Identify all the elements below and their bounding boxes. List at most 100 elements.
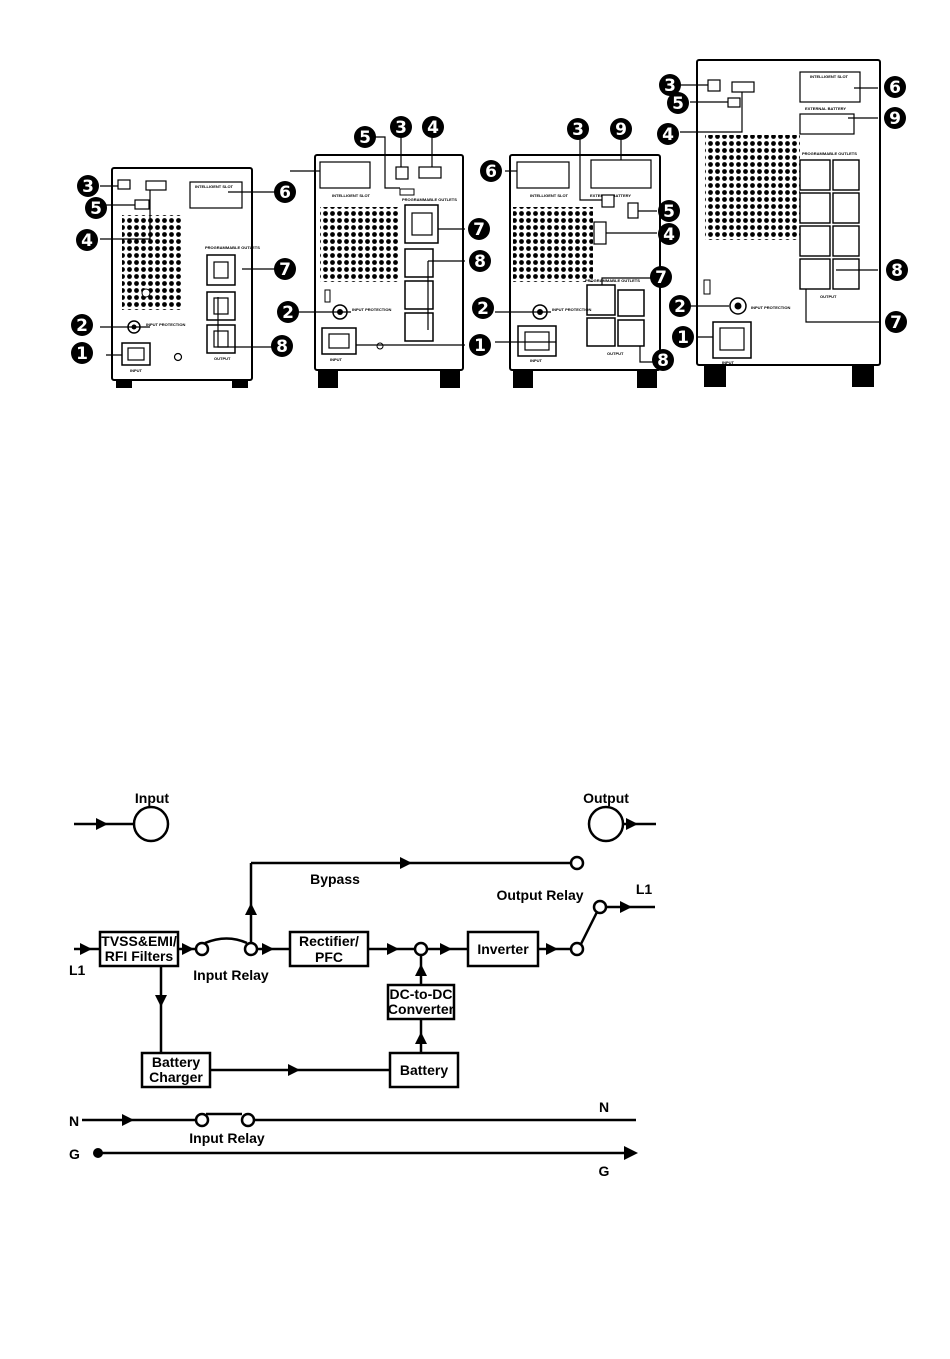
- legend-input: Input: [74, 790, 170, 843]
- svg-text:3: 3: [572, 120, 584, 140]
- callout-9: 9: [884, 107, 906, 129]
- l1-input-label: L1: [69, 962, 86, 978]
- svg-text:1: 1: [474, 336, 486, 356]
- legend-output: Output: [583, 790, 656, 843]
- input-protection-label: INPUT PROTECTION: [552, 307, 591, 312]
- rs232-port: [593, 221, 607, 245]
- svg-text:3: 3: [82, 177, 94, 197]
- epo-port: [627, 202, 639, 219]
- callout-4: 4: [422, 116, 444, 138]
- input-protection-label: INPUT PROTECTION: [352, 307, 391, 312]
- svg-text:9: 9: [615, 120, 627, 140]
- svg-text:6: 6: [889, 78, 901, 98]
- programmable-label: PROGRAMMABLE OUTLETS: [402, 197, 457, 202]
- ext-battery-label: EXTERNAL BATTERY: [805, 106, 846, 111]
- outlet: [586, 284, 616, 316]
- svg-text:4: 4: [663, 225, 675, 245]
- outlet: [404, 312, 434, 342]
- svg-text:5: 5: [90, 199, 102, 219]
- charger-label-line1: Battery: [152, 1054, 200, 1070]
- vent-grille: [320, 207, 398, 282]
- ups-unit-2: INTELLIGENT SLOT PROGRAMMABLE OUTLETS IN…: [290, 136, 465, 388]
- svg-text:5: 5: [672, 94, 684, 114]
- outlet: [617, 319, 645, 347]
- intelligent-slot: [799, 71, 861, 103]
- callout-5: 5: [658, 200, 680, 222]
- legend-input-label: Input: [135, 790, 170, 806]
- callout-5: 5: [667, 92, 689, 114]
- input-relay-l1: [194, 937, 259, 957]
- programmable-label: PROGRAMMABLE OUTLETS: [802, 151, 857, 156]
- callout-markers: 3 5 4 6 7 2 1 8 5 3 4 6 7 8 2 1 3 9 5 4 …: [71, 74, 908, 371]
- callout-5: 5: [354, 126, 376, 148]
- svg-text:3: 3: [664, 76, 676, 96]
- callout-2: 2: [277, 301, 299, 323]
- callout-6: 6: [480, 160, 502, 182]
- programmable-label: PROGRAMMABLE OUTLETS: [585, 278, 640, 283]
- input-label: INPUT: [130, 368, 143, 373]
- dcdc-label-line1: DC-to-DC: [390, 986, 453, 1002]
- slot-label: INTELLIGENT SLOT: [530, 193, 569, 198]
- charger-label-line2: Charger: [149, 1069, 203, 1085]
- output-label: OUTPUT: [214, 356, 231, 361]
- ground-screw: [173, 352, 183, 362]
- vent-grille: [122, 215, 182, 310]
- svg-text:8: 8: [474, 252, 486, 272]
- callout-1: 1: [71, 342, 93, 364]
- svg-text:8: 8: [276, 337, 288, 357]
- bypass-node: [569, 855, 585, 871]
- dc-bus-node: [413, 941, 429, 957]
- svg-text:2: 2: [282, 303, 294, 323]
- g-left-label: G: [69, 1146, 80, 1162]
- input-relay-label: Input Relay: [193, 967, 269, 983]
- rs232-port: [145, 180, 167, 191]
- usb-port: [395, 166, 409, 180]
- svg-text:1: 1: [677, 328, 689, 348]
- legend-output-label: Output: [583, 790, 629, 806]
- battery-label: Battery: [400, 1062, 448, 1078]
- input-label: INPUT: [530, 358, 543, 363]
- svg-text:4: 4: [662, 125, 674, 145]
- n-right-label: N: [599, 1099, 609, 1115]
- callout-3: 3: [390, 116, 412, 138]
- slot-label: INTELLIGENT SLOT: [810, 74, 849, 79]
- rectifier-label-line1: Rectifier/: [299, 933, 359, 949]
- svg-text:7: 7: [473, 220, 485, 240]
- intelligent-slot: [319, 161, 371, 189]
- svg-text:7: 7: [279, 260, 291, 280]
- svg-text:5: 5: [359, 128, 371, 148]
- input-relay-n: [194, 1112, 256, 1128]
- vent-grille: [513, 207, 593, 282]
- svg-text:2: 2: [76, 316, 88, 336]
- vent-grille: [705, 135, 800, 240]
- outlet: [404, 280, 434, 310]
- callout-2: 2: [472, 297, 494, 319]
- outlet-bank: [799, 159, 860, 290]
- svg-text:4: 4: [427, 118, 439, 138]
- svg-text:6: 6: [279, 183, 291, 203]
- ac-inlet: [321, 327, 357, 355]
- ups-unit-4: INTELLIGENT SLOT EXTERNAL BATTERY PROGRA…: [680, 59, 881, 387]
- ups-unit-3: INTELLIGENT SLOT EXTERNAL BATTERY PROGRA…: [495, 137, 661, 388]
- callout-8: 8: [271, 335, 293, 357]
- svg-text:5: 5: [663, 202, 675, 222]
- svg-text:3: 3: [395, 118, 407, 138]
- epo-port: [399, 188, 415, 196]
- n-left-label: N: [69, 1113, 79, 1129]
- outlet: [404, 248, 434, 278]
- callout-4: 4: [658, 223, 680, 245]
- battery-block: [388, 1051, 460, 1089]
- callout-7: 7: [274, 258, 296, 280]
- usb-port: [601, 194, 615, 208]
- epo-port: [134, 199, 150, 210]
- prog-outlets-label: PROGRAMMABLE OUTLETS: [205, 245, 260, 250]
- output-label: OUTPUT: [820, 294, 837, 299]
- callout-3: 3: [659, 74, 681, 96]
- tvss-label-line1: TVSS&EMI/: [101, 933, 177, 949]
- input-label: INPUT: [330, 357, 343, 362]
- bypass-label: Bypass: [310, 871, 360, 887]
- output-relay-label: Output Relay: [496, 887, 583, 903]
- svg-text:7: 7: [655, 268, 667, 288]
- inverter-block: [466, 930, 540, 968]
